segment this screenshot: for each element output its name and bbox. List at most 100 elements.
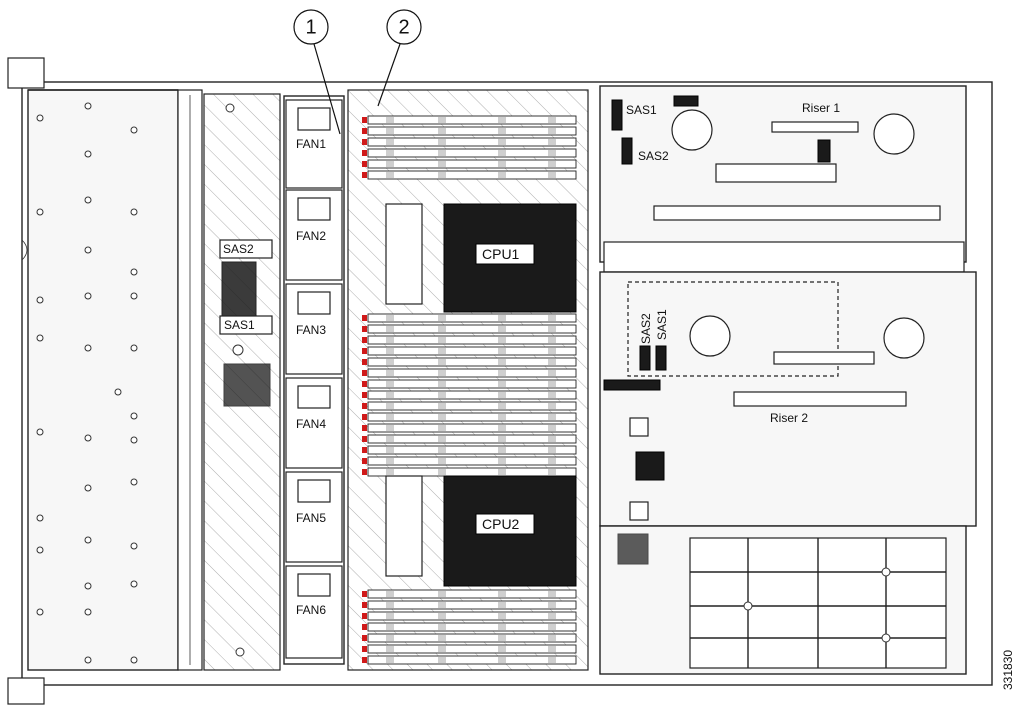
dimm-slot-segment [548,458,556,464]
dimm-slot-segment [548,591,556,597]
dimm-slot-segment [548,337,556,343]
riser1-area: SAS1 SAS2 Riser 1 [599,85,967,273]
dimm-slot-segment [498,337,506,343]
dimm-slot-segment [386,381,394,387]
fan-tray: FAN1 FAN2 FAN3 FAN4 FAN5 FAN6 [283,95,345,665]
dimm-latch [362,326,367,332]
dimm-slot-segment [438,436,446,442]
dimm-slot-segment [438,139,446,145]
dimm-slot [367,313,577,323]
dimm-slot-segment [498,447,506,453]
sas-left-bottom-label: SAS1 [224,318,255,332]
dimm-slot-segment [498,139,506,145]
riser2-sas2-label: SAS2 [639,313,653,344]
dimm-slot-segment [438,370,446,376]
dimm-slot-segment [438,458,446,464]
dimm-slot-segment [548,414,556,420]
dimm-latch [362,139,367,145]
riser1-label: Riser 1 [802,101,840,115]
dimm-slot-segment [498,436,506,442]
dimm-slot-segment [438,348,446,354]
left-module: SAS2 SAS1 [203,93,281,671]
dimm-slot [367,644,577,654]
dimm-slot [367,589,577,599]
dimm-slot [367,126,577,136]
dimm-latch [362,624,367,630]
dimm-slot [367,368,577,378]
dimm-slot-segment [438,613,446,619]
dimm-slot-segment [548,161,556,167]
dimm-latch [362,172,367,178]
dimm-slot-segment [438,414,446,420]
dimm-slot-segment [386,315,394,321]
dimm-slot-segment [438,128,446,134]
dimm-slot [367,456,577,466]
dimm-slot-segment [498,469,506,475]
dimm-slot-segment [548,635,556,641]
dimm-slot-segment [438,359,446,365]
dimm-latch [362,447,367,453]
dimm-slot-segment [438,337,446,343]
dimm-slot-segment [498,326,506,332]
dimm-slot [367,445,577,455]
chassis [7,57,993,705]
dimm-slot-segment [438,657,446,663]
dimm-slot-segment [386,447,394,453]
dimm-latch [362,359,367,365]
figure-id: 331830 [1001,650,1015,690]
callout-1-circle [293,9,329,45]
dimm-slot-segment [548,370,556,376]
riser2-sas1-label: SAS1 [655,309,669,340]
dimm-slot [367,611,577,621]
dimm-slot-segment [498,591,506,597]
dimm-slot [367,115,577,125]
dimm-slot-segment [548,172,556,178]
dimm-slot [367,346,577,356]
dimm-slot-segment [498,315,506,321]
dimm-slot-segment [548,624,556,630]
dimm-slot-segment [498,117,506,123]
cpu2-label: CPU2 [482,516,520,532]
dimm-slot-segment [438,392,446,398]
dimm-slot-segment [386,591,394,597]
dimm-slot-segment [386,458,394,464]
dimm-slot-segment [548,315,556,321]
dimm-slot [367,412,577,422]
dimm-slot-segment [386,161,394,167]
dimm-latch [362,635,367,641]
dimm-slot-segment [498,635,506,641]
dimm-slot-segment [498,348,506,354]
dimm-slot-segment [498,359,506,365]
dimm-latch [362,392,367,398]
dimm-slot-segment [548,139,556,145]
dimm-slot-segment [438,646,446,652]
dimm-latch [362,613,367,619]
dimm-slot [367,467,577,477]
cpu1-label: CPU1 [482,246,520,262]
callout-1-number: 1 [305,16,316,38]
dimm-slot-segment [498,392,506,398]
dimm-latch [362,602,367,608]
dimm-slot [367,170,577,180]
dimm-slot-segment [438,326,446,332]
riser1-sas2-label: SAS2 [638,149,669,163]
dimm-slot [367,324,577,334]
dimm-latch [362,646,367,652]
dimm-slot [367,633,577,643]
dimm-slot-segment [386,392,394,398]
dimm-slot-segment [386,403,394,409]
dimm-latch [362,403,367,409]
dimm-latch [362,469,367,475]
dimm-latch [362,128,367,134]
dimm-latch [362,425,367,431]
dimm-slot-segment [386,370,394,376]
dimm-latch [362,117,367,123]
dimm-slot-segment [548,613,556,619]
dimm-slot-segment [438,469,446,475]
dimm-slot-segment [498,150,506,156]
dimm-slot-segment [438,591,446,597]
dimm-slot [367,148,577,158]
dimm-slot-segment [438,425,446,431]
dimm-latch [362,150,367,156]
